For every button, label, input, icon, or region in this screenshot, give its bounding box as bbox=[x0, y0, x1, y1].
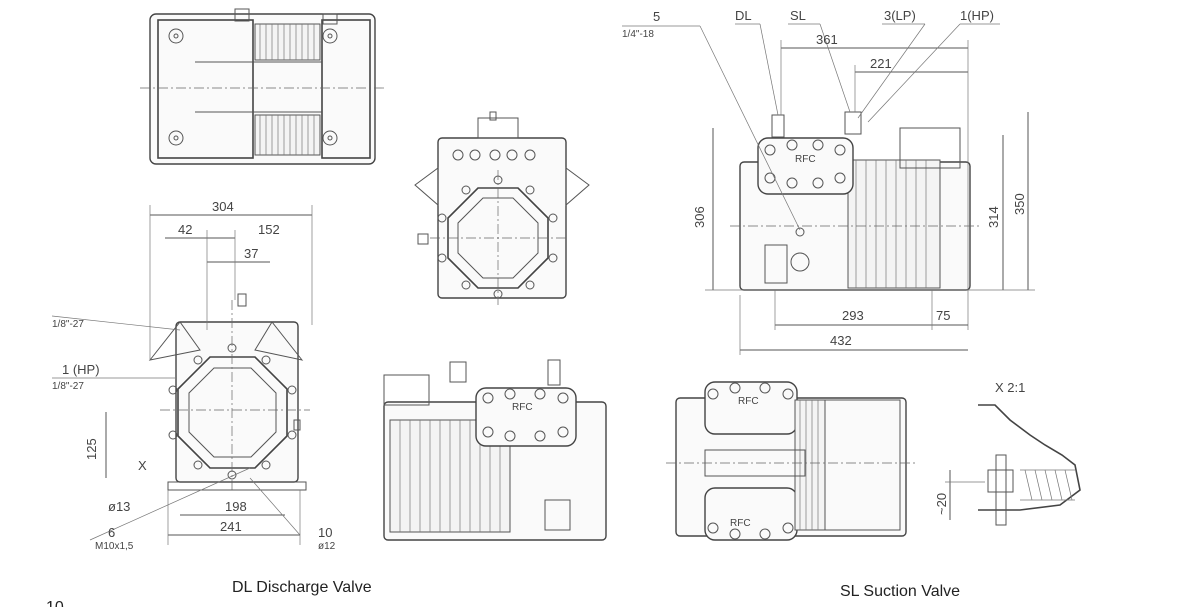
label-sl: SL bbox=[790, 8, 806, 23]
dim-293: 293 bbox=[842, 308, 864, 323]
label-hp: 1 (HP) bbox=[62, 362, 100, 377]
label-x-mark: X bbox=[138, 458, 147, 473]
rfc-bottom-top: RFC bbox=[738, 396, 759, 407]
front-view bbox=[51, 205, 313, 545]
label-thread: 1/4"-18 bbox=[622, 29, 654, 40]
label-six: 6 bbox=[108, 525, 115, 540]
detail-title: X 2:1 bbox=[995, 380, 1025, 395]
detail-x bbox=[945, 404, 1081, 526]
label-lp: 3(LP) bbox=[884, 8, 916, 23]
label-port-top: 1/8"-27 bbox=[52, 319, 84, 330]
end-view-middle bbox=[414, 111, 590, 305]
dim-350: 350 bbox=[1012, 193, 1027, 215]
label-five: 5 bbox=[653, 9, 660, 24]
dim-306: 306 bbox=[692, 206, 707, 228]
label-ten: 10 bbox=[318, 525, 332, 540]
top-view-fins bbox=[254, 23, 321, 156]
dim-125: 125 bbox=[84, 438, 99, 460]
caption-sl: SL Suction Valve bbox=[840, 583, 960, 600]
dim-152: 152 bbox=[258, 222, 280, 237]
flange-bolts bbox=[437, 175, 558, 299]
dim-432: 432 bbox=[830, 333, 852, 348]
bottom-view bbox=[666, 381, 916, 541]
service-ports-row bbox=[452, 149, 536, 161]
rfc-middle-view: RFC bbox=[512, 402, 533, 413]
caption-dl: DL Discharge Valve bbox=[232, 579, 372, 596]
label-m10: M10x1,5 bbox=[95, 541, 134, 552]
label-hp-right: 1(HP) bbox=[960, 8, 994, 23]
front-flange-bolts bbox=[168, 343, 297, 480]
dim-221: 221 bbox=[870, 56, 892, 71]
front-dimensions bbox=[51, 205, 313, 545]
label-dl: DL bbox=[735, 8, 752, 23]
rfc-right-view: RFC bbox=[795, 154, 816, 165]
dim-241: 241 bbox=[220, 519, 242, 534]
page-number: 10 bbox=[46, 599, 64, 607]
dim-361: 361 bbox=[816, 32, 838, 47]
top-view bbox=[140, 8, 385, 165]
rfc-bottom-low: RFC bbox=[730, 518, 751, 529]
right-side-view bbox=[622, 23, 1035, 355]
dim-42: 42 bbox=[178, 222, 192, 237]
label-phi13: ø13 bbox=[108, 499, 130, 514]
right-dimensions bbox=[622, 23, 1035, 355]
label-phi12: ø12 bbox=[318, 541, 336, 552]
dim-37: 37 bbox=[244, 246, 258, 261]
label-hp-thread: 1/8"-27 bbox=[52, 381, 84, 392]
side-view bbox=[383, 359, 607, 541]
detail-d20: ~20 bbox=[934, 493, 949, 515]
dim-304: 304 bbox=[212, 199, 234, 214]
dim-75: 75 bbox=[936, 308, 950, 323]
dim-314: 314 bbox=[986, 206, 1001, 228]
dim-198: 198 bbox=[225, 499, 247, 514]
